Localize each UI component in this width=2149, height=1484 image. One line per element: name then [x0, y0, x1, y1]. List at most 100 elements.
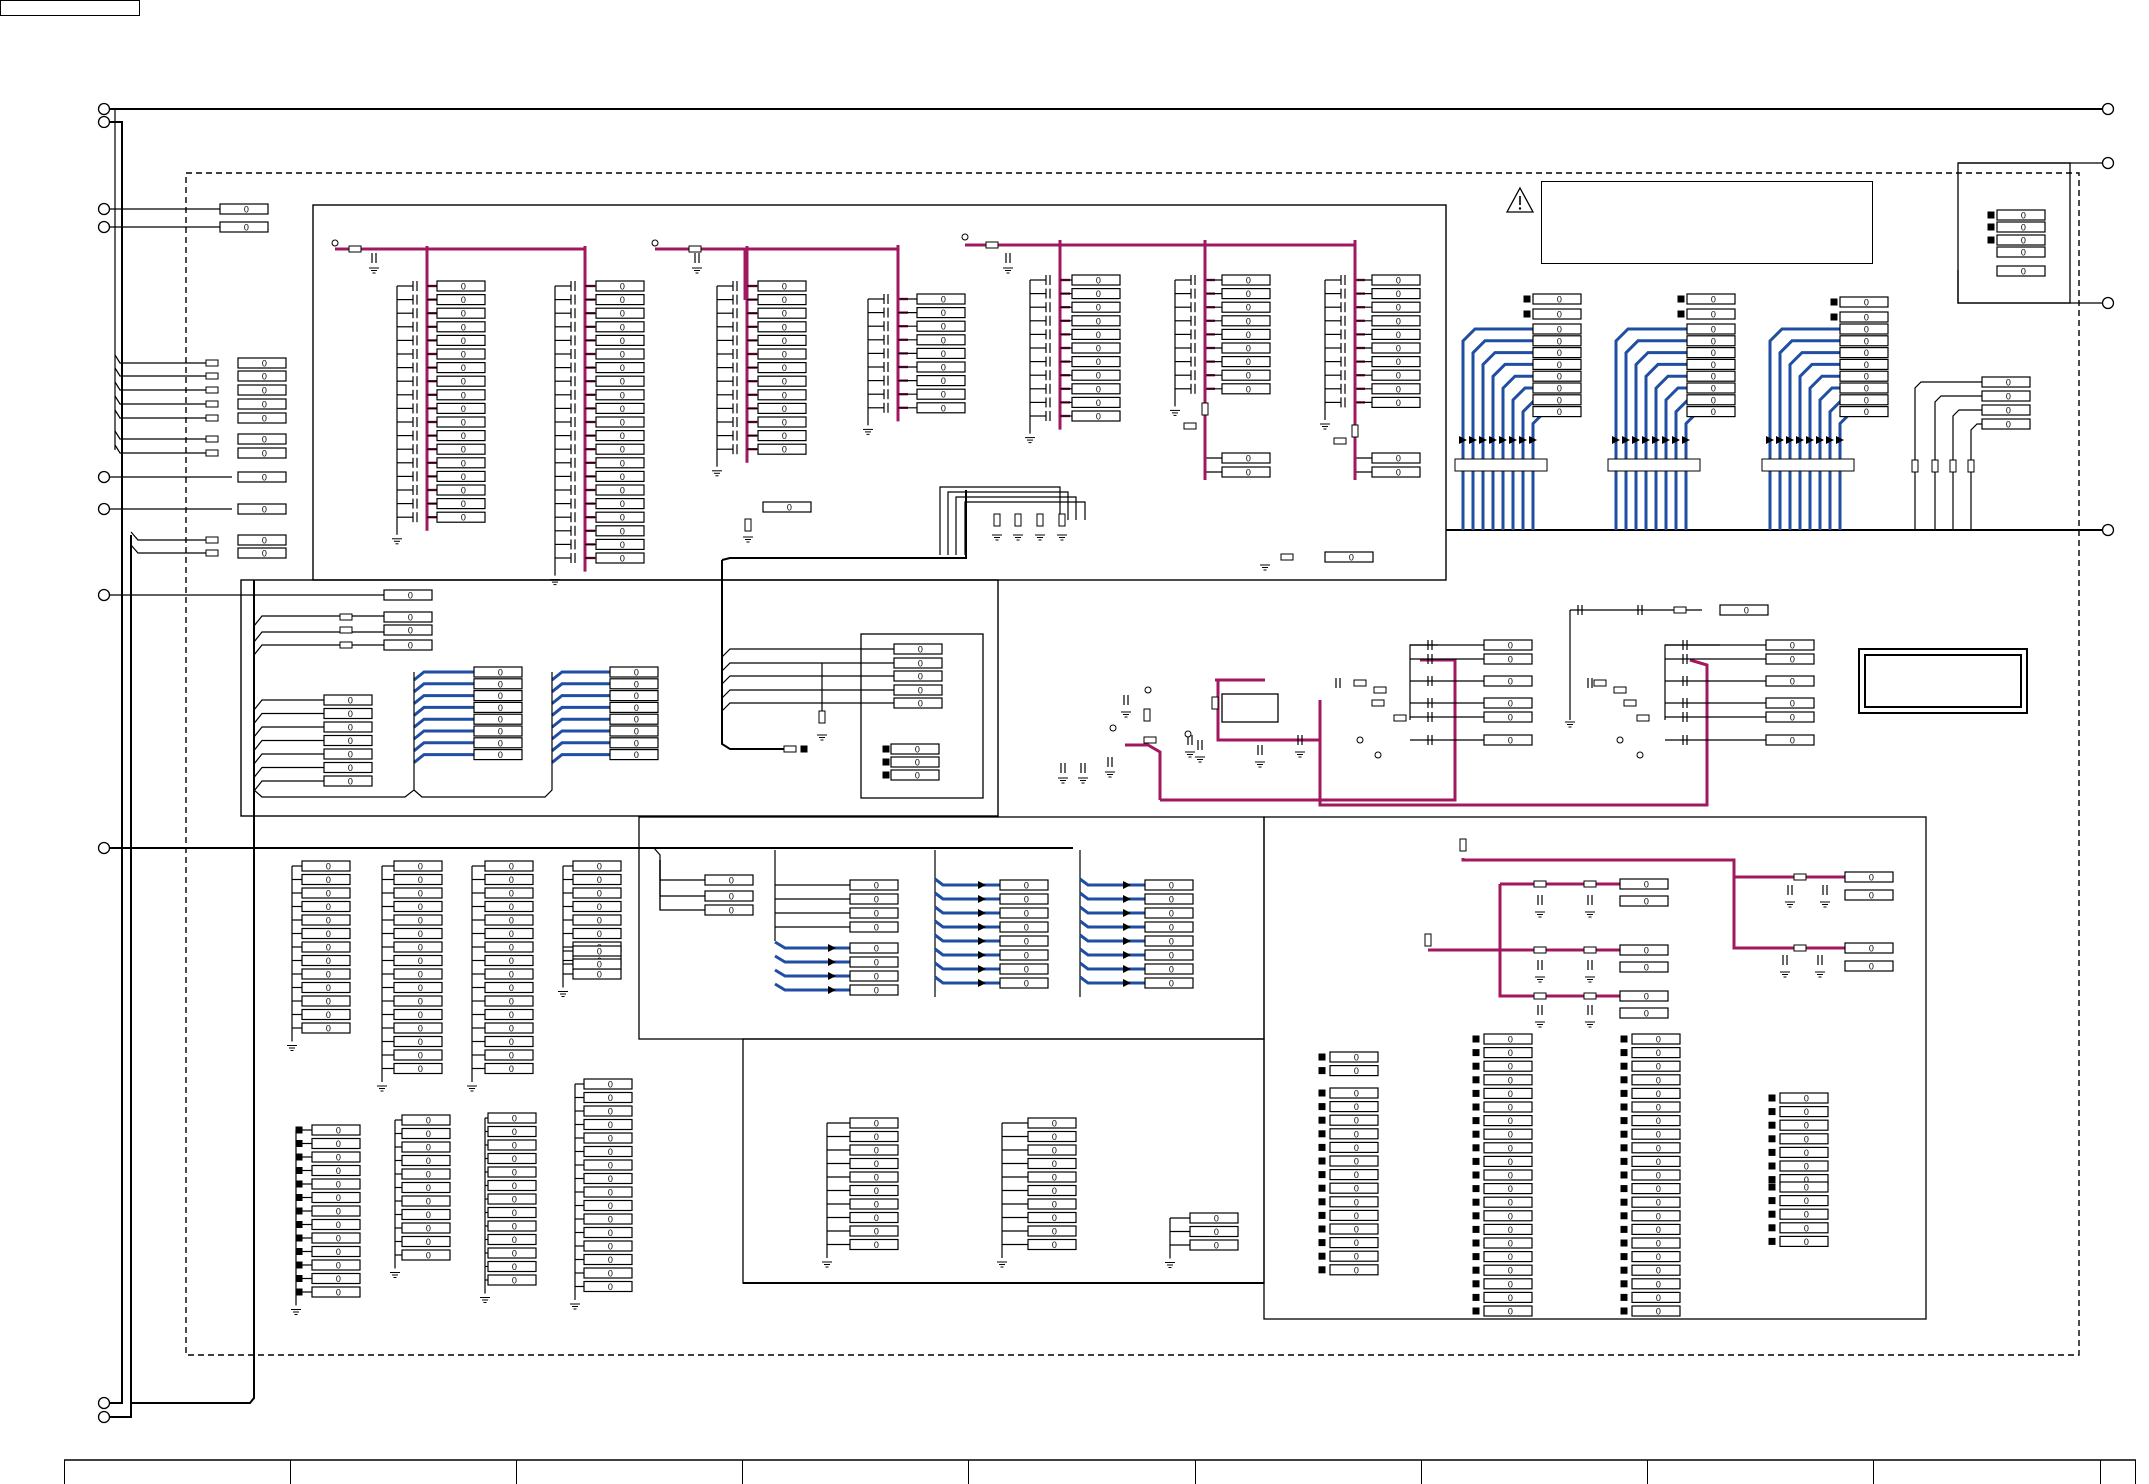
- connector-label-box: [572, 887, 622, 899]
- connector-label-text: 0: [326, 875, 331, 885]
- connector-label-text: 0: [461, 322, 466, 332]
- connector-pin-icon: [1768, 1094, 1776, 1102]
- connector-pin-icon: [1472, 1117, 1480, 1125]
- connector-label-box: [1839, 311, 1889, 323]
- wire: [253, 712, 324, 724]
- signal-arrow-icon: [978, 951, 986, 959]
- block-lower-connectors: [742, 1038, 1265, 1284]
- connector-label-text: 0: [620, 540, 625, 550]
- connector-label-text: 0: [1508, 1239, 1513, 1249]
- connector-label-text: 0: [1656, 1184, 1661, 1194]
- connector-label-text: 0: [915, 771, 920, 781]
- connector-label-box: [1631, 1264, 1681, 1276]
- zone-1: [64, 1460, 290, 1484]
- connector-pin-icon: [1318, 1089, 1326, 1097]
- connector-label-box: [583, 1118, 633, 1131]
- connector-label-text: 0: [512, 1208, 517, 1218]
- connector-pin-icon: [1620, 1035, 1628, 1043]
- connector-label-box: [1779, 1092, 1829, 1104]
- signal-arrow-icon: [1662, 436, 1670, 444]
- connector-label-text: 0: [1864, 325, 1869, 335]
- connector-label-text: 0: [326, 862, 331, 872]
- connector-pin-icon: [1620, 1144, 1628, 1152]
- resistor: [1143, 736, 1157, 744]
- connector-label-text: 0: [326, 1024, 331, 1034]
- connector-label-text: 0: [874, 1146, 879, 1156]
- connector-label-box: [1532, 347, 1582, 359]
- connector-label-text: 0: [874, 1186, 879, 1196]
- connector-label-text: 0: [782, 322, 787, 332]
- signal-arrow-icon: [1796, 436, 1804, 444]
- connector-label-text: 0: [597, 902, 602, 912]
- connector-label-text: 0: [336, 1288, 341, 1298]
- signal-arrow-icon: [1642, 436, 1650, 444]
- connector-label-text: 0: [461, 418, 466, 428]
- connector-label-text: 0: [1711, 348, 1716, 358]
- connector-label-text: 0: [348, 763, 353, 773]
- signal-arrow-icon: [1489, 436, 1497, 444]
- connector-label-text: 0: [426, 1183, 431, 1193]
- connector-label-text: 0: [608, 1242, 613, 1252]
- signal-arrow-icon: [828, 958, 836, 966]
- connector-label-box: [1483, 697, 1533, 709]
- connector-label-box: [1483, 1182, 1533, 1195]
- connector-label-box: [1839, 406, 1889, 418]
- connector-label-box: [1981, 418, 2031, 430]
- connector-label-text: 0: [874, 1132, 879, 1142]
- connector-pin-icon: [1768, 1176, 1776, 1184]
- wire: [659, 860, 705, 881]
- connector-pin-icon: [1523, 295, 1531, 303]
- connector-label-text: 0: [918, 672, 923, 682]
- connector-label-text: 0: [918, 699, 923, 709]
- connector-label-text: 0: [408, 641, 413, 651]
- connector-label-box: [1483, 1142, 1533, 1154]
- connector-label-text: 0: [597, 929, 602, 939]
- connector-label-text: 0: [874, 1200, 879, 1210]
- connector-label-box: [1329, 1236, 1379, 1249]
- connector-label-text: 0: [326, 916, 331, 926]
- wire: [659, 860, 705, 911]
- connector-label-text: 0: [1169, 923, 1174, 933]
- connector-label-box: [401, 1154, 451, 1167]
- connector-label-box: [301, 873, 351, 886]
- connector-label-text: 0: [408, 626, 413, 636]
- connector-label-text: 0: [512, 1141, 517, 1151]
- connector-label-text: 0: [1656, 1048, 1661, 1058]
- connector-label-text: 0: [1246, 357, 1251, 367]
- connector-label-box: [609, 713, 659, 725]
- wire: [114, 367, 212, 377]
- connector-label-text: 0: [1214, 1227, 1219, 1237]
- resistor: [1967, 459, 1975, 473]
- connector-label-box: [1483, 1155, 1533, 1168]
- connector-label-text: 0: [1864, 384, 1869, 394]
- data-bus: [1808, 374, 1840, 530]
- connector-label-text: 0: [1396, 468, 1401, 478]
- connector-label-text: 0: [608, 1107, 613, 1117]
- terminal-circle-icon: [97, 588, 111, 602]
- connector-label-text: 0: [874, 923, 879, 933]
- connector-label-text: 0: [1508, 641, 1513, 651]
- connector-label-text: 0: [1790, 677, 1795, 687]
- connector-label-text: 0: [418, 956, 423, 966]
- connector-label-box: [1981, 390, 2031, 402]
- connector-label-box: [609, 701, 659, 714]
- connector-label-box: [849, 1130, 899, 1143]
- resistor: [1583, 880, 1597, 888]
- signal-arrow-icon: [1123, 951, 1131, 959]
- resistor: [1351, 424, 1359, 438]
- connector-label-text: 0: [426, 1143, 431, 1153]
- signal-arrow-icon: [978, 965, 986, 973]
- connector-label-text: 0: [729, 892, 734, 902]
- connector-label-text: 0: [326, 1010, 331, 1020]
- connector-label-text: 0: [782, 363, 787, 373]
- data-bus: [1788, 351, 1840, 530]
- center-bus: [721, 560, 785, 750]
- connector-label-box: [583, 1091, 633, 1104]
- connector-label-text: 0: [874, 1119, 879, 1129]
- signal-arrow-icon: [1652, 436, 1660, 444]
- connector-pin-icon: [1620, 1130, 1628, 1138]
- connector-label-box: [237, 547, 287, 559]
- connector-label-text: 0: [608, 1269, 613, 1279]
- connector-label-box: [484, 1049, 534, 1061]
- connector-label-text: 0: [1711, 360, 1716, 370]
